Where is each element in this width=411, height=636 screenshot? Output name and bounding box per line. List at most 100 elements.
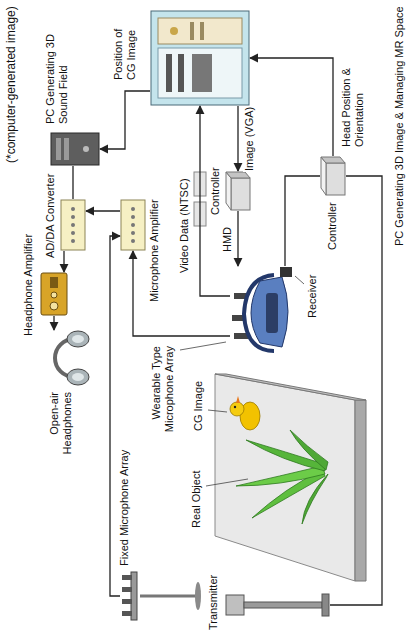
leader-line [180, 276, 304, 486]
pc-workstation-shape-part [192, 54, 212, 92]
signal-label: Position of CG Image [112, 19, 138, 81]
text-slot: PC Generating 3D Image & Managing MR Spa… [393, 6, 406, 246]
text-slot: Image (VGA) [243, 106, 256, 172]
text-slot: Receiver [306, 275, 319, 318]
controller-box-shape [320, 156, 346, 196]
real-object-plant-part [236, 466, 325, 486]
signal-label: Image (VGA) [243, 106, 256, 172]
transmitter-post-shape [225, 592, 330, 618]
pc-workstation-shape-part [190, 22, 194, 40]
amplifier-box-shape-part [121, 200, 145, 250]
device-label: Open-air Headphones [48, 392, 74, 468]
amplifier-box-shape-part [51, 292, 57, 298]
pc-workstation: PC Generating 3D Image & Managing MR Spa… [150, 10, 250, 106]
amplifier-box: Headphone Amplifier [40, 272, 68, 316]
text-slot: (*computer-generated image) [4, 6, 18, 163]
signal-label: Head Position & Orientation [340, 63, 366, 148]
text-slot: AD/DA Converter [44, 174, 57, 258]
connector-wire [53, 316, 54, 330]
text-slot: Video Data (NTSC) [178, 177, 191, 274]
note-text: (*computer-generated image) [4, 6, 18, 163]
leader-line-part [180, 342, 226, 350]
microphone-array-shape-part [122, 611, 132, 616]
controller-box-shape-part [326, 163, 345, 195]
text-slot: Position of CG Image [112, 19, 138, 81]
connector-wire [200, 106, 230, 296]
leader-line-part [208, 410, 227, 412]
controller-box-shape [225, 171, 251, 211]
connector-wire [63, 251, 64, 272]
table-slab-part [355, 400, 366, 581]
cg-duck-part [236, 396, 240, 403]
controller-box-shape-part [226, 172, 250, 178]
cg-duck [230, 396, 260, 430]
converter-box-shape-part [71, 239, 75, 243]
text-slot: HMD [221, 226, 234, 253]
text-slot: Headphone Amplifier [22, 234, 35, 336]
pc-workstation-shape-part [158, 18, 242, 44]
device-label: Transmitter [207, 575, 220, 630]
microphone-array-shape [120, 571, 140, 621]
amplifier-box: Microphone Amplifier [120, 199, 146, 251]
hmd-headset-shape [230, 266, 300, 361]
transmitter-post: Transmitter [225, 592, 330, 618]
cg-duck-part [234, 406, 236, 408]
part-label: Receiver [306, 275, 319, 318]
pc-workstation-shape-part [200, 22, 204, 40]
headphones-icon-shape-part [72, 335, 84, 343]
part-label: CG Image [192, 381, 205, 431]
connector-wire [72, 166, 73, 199]
converter-box-shape [60, 199, 86, 251]
headphones-icon-shape-part [72, 373, 84, 381]
converter-box: AD/DA Converter [60, 199, 86, 251]
converter-box-shape-part [71, 223, 75, 227]
part-label: Real Object [190, 471, 203, 528]
hmd-headset-shape-part [266, 293, 278, 333]
controller-box-shape-part [231, 178, 250, 210]
pc-tower-shape [50, 132, 100, 166]
pc-workstation-shape-part [170, 27, 178, 35]
microphone-stand-part [140, 595, 196, 598]
leader-line-part [206, 479, 248, 486]
text-slot: CG Image [192, 381, 205, 431]
amplifier-box-shape-part [131, 231, 135, 235]
hmd-headset-shape-part [251, 277, 288, 347]
pc-tower-shape-part [83, 146, 89, 152]
text-slot: Fixed Microphone Array [118, 450, 131, 566]
converter-box-shape-part [71, 207, 75, 211]
converter-box-shape-part [71, 231, 75, 235]
table-slab [215, 374, 366, 581]
pc-tower-shape-part [56, 138, 61, 160]
amplifier-box-shape-part [41, 273, 67, 315]
amplifier-box-shape-part [50, 302, 58, 310]
device-label: PC Generating 3D Sound Field [44, 24, 70, 124]
connector-wire [250, 58, 333, 156]
headphones-icon-shape-part [67, 331, 89, 347]
pc-workstation-shape-part [166, 54, 172, 92]
real-object-plant-part [302, 474, 328, 524]
amplifier-box-shape-part [131, 207, 135, 211]
amplifier-box-shape [40, 272, 68, 316]
connector-wire [285, 176, 320, 266]
table-slab-part [215, 374, 355, 581]
amplifier-box-shape-part [131, 215, 135, 219]
connector-wire [237, 211, 238, 266]
device-label: Controller [326, 202, 339, 250]
device-label: Fixed Microphone Array [118, 450, 131, 566]
microphone-array-shape-part [122, 599, 132, 604]
controller-box: Controller [225, 171, 251, 211]
pc-tower: PC Generating 3D Sound Field [50, 132, 100, 166]
text-slot: Transmitter [207, 575, 220, 630]
device-label: Controller [209, 167, 222, 215]
amplifier-box-shape [120, 199, 146, 251]
controller-box-shape-part [321, 157, 345, 163]
microphone-stand-part [195, 582, 201, 610]
microphone-stand [140, 582, 201, 610]
pc-tower-shape-part [51, 133, 99, 165]
cg-duck-part [230, 402, 244, 416]
hmd-headset-shape-part [280, 267, 292, 277]
text-slot: PC Generating 3D Sound Field [44, 24, 70, 124]
text-slot: Controller [326, 202, 339, 250]
transmitter-post-shape-part [244, 602, 322, 608]
